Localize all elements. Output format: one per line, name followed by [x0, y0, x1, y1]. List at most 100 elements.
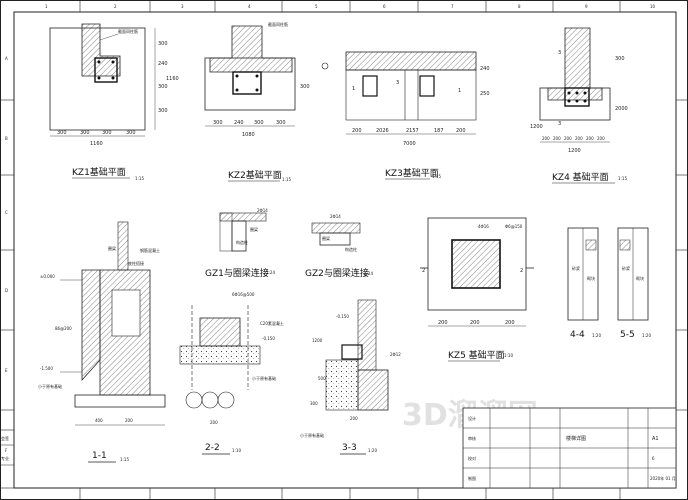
s33-note: 1200 — [312, 338, 323, 343]
top-number: 2 — [114, 4, 117, 9]
kz2-dim: 300 — [276, 120, 286, 126]
s11-note: 钢筋混凝土 — [140, 247, 160, 253]
kz1-side-dim: 300 — [158, 84, 168, 90]
s33-note: 2Φ12 — [390, 352, 401, 357]
kz2-title: KZ2基础平面 — [228, 169, 282, 181]
kz4-dim: 200 — [542, 136, 550, 141]
detail-kz4: 3 3 200 200 200 200 200 200 1200 300 200… — [530, 27, 628, 184]
kz1-side-dim: 300 — [158, 108, 168, 114]
gz1-tag: 构造柱 — [236, 239, 248, 245]
detail-kz5: 2 2 4Φ16 Φ6@150 200 200 200 KZ5 基础平面 1:1… — [420, 217, 534, 362]
kz5-dim: 200 — [470, 320, 480, 326]
kz2-side: 300 — [300, 84, 310, 90]
s33-scale: 1:20 — [368, 448, 377, 453]
kz3-side: 250 — [480, 91, 490, 97]
kz5-label: 2 — [520, 268, 523, 274]
s11-note: 小于原有基础 — [38, 383, 62, 389]
gz2-tag: 圈梁 — [322, 235, 330, 241]
kz1-side-total: 1160 — [166, 76, 179, 82]
left-label: 会签 — [1, 435, 9, 441]
kz5-dim: 200 — [438, 320, 448, 326]
kz3-dim: 200 — [456, 128, 466, 134]
s55-title: 5-5 — [620, 330, 635, 340]
kz2-dim: 300 — [213, 120, 223, 126]
kz4-dim: 200 — [575, 136, 583, 141]
kz4-side: 300 — [615, 56, 625, 62]
kz2-label: 截面同柱筋 — [268, 21, 288, 27]
kz1-dim: 300 — [57, 130, 67, 136]
title-row: 设计 — [468, 415, 476, 421]
kz5-tag: 4Φ16 — [478, 224, 489, 229]
s11-note: 圈梁 — [108, 245, 116, 251]
top-number: 4 — [248, 4, 251, 9]
detail-s55: 砂浆 砌块 5-5 1:20 — [617, 227, 651, 340]
s44-label: 砌块 — [587, 275, 595, 281]
s11-scale: 1:15 — [120, 457, 129, 462]
gz1-title: GZ1与圈梁连接 — [205, 267, 269, 279]
title-sheet-no: A1 — [652, 436, 659, 442]
kz4-dim: 200 — [553, 136, 561, 141]
left-signoff-block: 会签 专业 — [0, 429, 15, 489]
s44-scale: 1:20 — [592, 333, 601, 338]
kz2-dim: 240 — [234, 120, 244, 126]
kz1-dim: 300 — [126, 130, 136, 136]
detail-kz1: 截面同柱筋 300 300 300 300 1160 300 240 300 3… — [49, 23, 179, 181]
kz4-label: 3 — [558, 50, 561, 56]
gz2-scale: 1:24 — [364, 271, 373, 276]
kz1-title: KZ1基础平面 — [72, 166, 126, 178]
side-letter: E — [5, 368, 8, 373]
top-number: 1 — [45, 4, 48, 9]
s33-note: 小于原有基础 — [300, 432, 324, 438]
left-label: 专业 — [1, 455, 9, 461]
kz3-label: 1 — [458, 88, 461, 94]
kz5-ring: Φ6@150 — [505, 224, 523, 229]
s22-note: C20素混凝土 — [260, 320, 284, 326]
kz2-dim: 300 — [254, 120, 264, 126]
s55-scale: 1:20 — [642, 333, 651, 338]
title-block: 设计 审核 校对 制图 楼梯详图 A1 2020年 01 月 6 — [462, 407, 677, 489]
s33-note: 200 — [350, 416, 358, 421]
top-number: 10 — [650, 4, 656, 9]
kz1-dim: 300 — [80, 130, 90, 136]
section-3-3: -0.150 2Φ12 1200 小于原有基础 300 200 500 3-3 … — [300, 299, 401, 455]
top-number: 7 — [451, 4, 454, 9]
kz2-scale: 1:15 — [282, 177, 291, 182]
title-project: 楼梯详图 — [566, 435, 586, 442]
s55-label: 砌块 — [636, 275, 644, 281]
kz3-side: 240 — [480, 66, 490, 72]
side-letter: A — [5, 56, 8, 61]
s11-note: 底柱搭接 — [128, 260, 144, 266]
side-letter: B — [5, 136, 8, 141]
s22-scale: 1:10 — [232, 448, 241, 453]
s33-note: 300 — [310, 401, 318, 406]
s22-title: 2-2 — [205, 443, 220, 453]
kz4-dim: 200 — [586, 136, 594, 141]
s11-note: 400 — [95, 418, 103, 423]
kz3-scale: 1:15 — [432, 174, 441, 179]
s55-label: 砂浆 — [622, 265, 630, 271]
gz1-tag: 圈梁 — [250, 226, 258, 232]
gz2-title: GZ2与圈梁连接 — [305, 267, 369, 279]
kz4-scale: 1:15 — [618, 176, 627, 181]
section-2-2: 6Φ16@500 C20素混凝土 -0.150 200 小于原有基础 2-2 1… — [179, 292, 284, 455]
s44-title: 4-4 — [570, 330, 585, 340]
kz1-scale: 1:15 — [135, 176, 144, 181]
s11-note: 86@200 — [55, 326, 72, 331]
kz2-total: 1080 — [242, 132, 255, 138]
detail-kz2: 截面同柱筋 300 240 300 300 1080 300 KZ2基础平面 1… — [204, 21, 329, 182]
kz4-title: KZ4 基础平面 — [552, 171, 609, 183]
detail-kz3: 1 3 1 200 2026 2157 187 200 7000 240 250… — [345, 51, 490, 180]
s22-note: 200 — [210, 420, 218, 425]
title-row: 审核 — [468, 435, 476, 441]
kz3-title: KZ3基础平面 — [385, 167, 439, 179]
side-letter: C — [5, 210, 8, 215]
side-letter: D — [5, 288, 8, 293]
title-num: 6 — [652, 456, 655, 461]
detail-s44: 砂浆 砌块 4-4 1:20 — [567, 227, 601, 340]
kz3-label: 3 — [396, 80, 399, 86]
kz4-side: 2000 — [615, 106, 628, 112]
kz1-label: 截面同柱筋 — [118, 28, 138, 34]
